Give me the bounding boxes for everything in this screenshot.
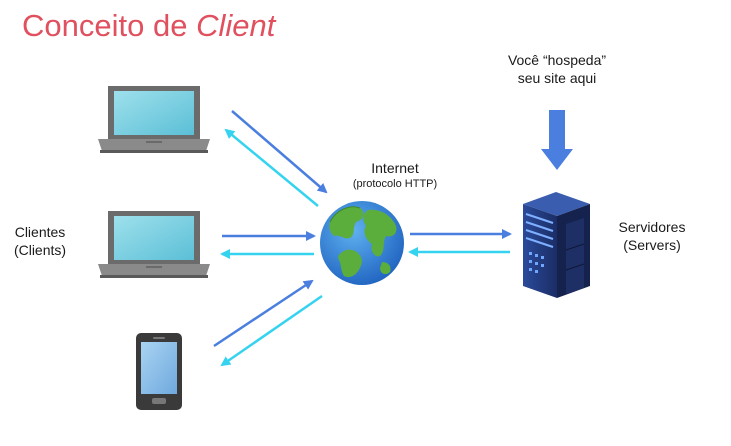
- title-main: Conceito de: [22, 8, 197, 43]
- clients-label-line1: Clientes: [14, 224, 66, 240]
- server-arrows: [408, 229, 512, 257]
- request-arrow: [231, 110, 328, 194]
- request-arrow: [213, 279, 314, 348]
- servers-label-line2: (Servers): [623, 236, 681, 253]
- internet-label-line2: (protocolo HTTP): [352, 177, 438, 190]
- down-arrow-icon: [541, 110, 573, 170]
- globe-icon: [320, 201, 404, 285]
- laptop-icon: [98, 86, 210, 153]
- host-label-line1: Você “hospeda”: [507, 52, 607, 68]
- response-arrow: [220, 294, 323, 367]
- laptop-icon: [98, 211, 210, 278]
- host-label: Você “hospeda” seu site aqui: [492, 52, 622, 87]
- response-arrow: [224, 128, 319, 207]
- internet-label: Internet (protocolo HTTP): [330, 160, 460, 191]
- server-icon: [523, 192, 590, 298]
- clients-label: Clientes (Clients): [4, 224, 76, 259]
- smartphone-icon: [136, 333, 182, 410]
- slide-title: Conceito de Client: [22, 8, 275, 44]
- clients-label-line2: (Clients): [13, 241, 67, 258]
- client-arrows: [213, 110, 328, 367]
- host-label-line2: seu site aqui: [517, 69, 597, 86]
- servers-label-line1: Servidores: [618, 219, 686, 235]
- internet-label-line1: Internet: [371, 160, 419, 176]
- servers-label: Servidores (Servers): [604, 219, 700, 254]
- title-emphasis: Client: [196, 8, 276, 43]
